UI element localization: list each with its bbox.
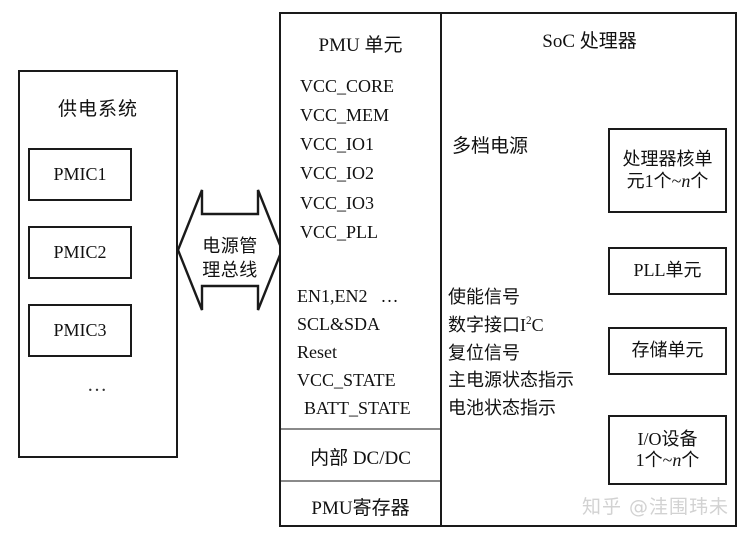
- soc-desc-reset: 复位信号: [448, 342, 520, 363]
- soc-multirail-label: 多档电源: [452, 136, 529, 157]
- pmu-soc-divider: [440, 12, 442, 527]
- pmu-registers-label: PMU寄存器: [311, 497, 410, 519]
- soc-processor-title: SoC 处理器: [542, 31, 637, 52]
- pmu-rail-item: VCC_MEM: [300, 105, 390, 126]
- pmu-signal-item-enable: EN1,EN2 …: [297, 283, 443, 311]
- power-management-bus-label: 电源管 理总线: [176, 234, 284, 283]
- pmu-rail-item: VCC_IO3: [300, 192, 375, 213]
- pmu-signal-list: EN1,EN2 … SCL&SDA Reset VCC_STATE BATT_ST…: [297, 283, 443, 422]
- pmu-rail-item: VCC_IO2: [300, 163, 375, 184]
- pmu-signal-enable-label: EN1,EN2: [297, 286, 368, 306]
- pmic1-label: PMIC1: [53, 163, 107, 184]
- soc-signal-description-list: 使能信号 数字接口I2C 复位信号 主电源状态指示 电池状态指示: [448, 284, 608, 423]
- pmu-internal-dcdc-section: 内部 DC/DC: [281, 434, 440, 478]
- pmu-unit-title: PMU 单元: [318, 35, 403, 56]
- io-device-text: I/O设备 1个~n个: [636, 429, 700, 471]
- pmic2-block: PMIC2: [28, 226, 132, 279]
- io-device-line1: I/O设备: [637, 428, 698, 449]
- soc-desc-i2c-prefix: 数字接口I: [448, 314, 526, 335]
- processor-core-unit-text: 处理器核单 元1个~n个: [623, 149, 713, 191]
- bus-label-line2: 理总线: [202, 260, 258, 281]
- pmic3-label: PMIC3: [53, 319, 107, 340]
- pmu-divider-upper: [281, 428, 440, 430]
- pmu-signal-item-vcc-state: VCC_STATE: [297, 369, 396, 390]
- pmu-divider-lower: [281, 480, 440, 482]
- pmic3-block: PMIC3: [28, 304, 132, 357]
- processor-core-line1: 处理器核单: [622, 149, 713, 170]
- memory-unit-block: 存储单元: [608, 327, 727, 375]
- soc-desc-batt-state: 电池状态指示: [448, 398, 556, 419]
- soc-desc-i2c: 数字接口I2C: [448, 312, 608, 340]
- pmu-signal-item-i2c: SCL&SDA: [297, 313, 381, 334]
- pmic1-block: PMIC1: [28, 148, 132, 201]
- pmu-rail-list: VCC_CORE VCC_MEM VCC_IO1 VCC_IO2 VCC_IO3…: [300, 72, 440, 247]
- io-device-n-variable: n: [672, 450, 682, 470]
- pmu-rail-item: VCC_IO1: [300, 134, 375, 155]
- processor-core-line2-suffix: 个: [690, 170, 709, 191]
- pmic2-label: PMIC2: [53, 241, 107, 262]
- io-device-line2-suffix: 个: [681, 450, 700, 470]
- soc-desc-i2c-suffix: C: [531, 314, 544, 335]
- processor-core-line2: 元1个~n个: [623, 171, 713, 192]
- processor-core-unit-block: 处理器核单 元1个~n个: [608, 128, 727, 213]
- pmu-signal-item-reset: Reset: [297, 341, 337, 362]
- io-device-block: I/O设备 1个~n个: [608, 415, 727, 485]
- supply-system-ellipsis: …: [87, 374, 109, 396]
- pmu-signal-enable-ellipsis: …: [380, 286, 399, 306]
- supply-system-title: 供电系统: [57, 99, 138, 120]
- io-device-line2: 1个~n个: [636, 450, 700, 471]
- soc-desc-vcc-state: 主电源状态指示: [448, 370, 574, 391]
- pmu-rail-item: VCC_PLL: [300, 221, 379, 242]
- pll-unit-label: PLL单元: [633, 260, 702, 281]
- pmu-internal-dcdc-label: 内部 DC/DC: [310, 447, 411, 469]
- bus-label-line1: 电源管: [202, 236, 258, 256]
- pmu-signal-item-batt-state: BATT_STATE: [304, 397, 411, 418]
- soc-desc-i2c-superscript: 2: [526, 314, 532, 327]
- processor-core-n-variable: n: [681, 170, 691, 191]
- pll-unit-block: PLL单元: [608, 247, 727, 295]
- pmu-registers-section: PMU寄存器: [281, 486, 440, 526]
- soc-desc-enable: 使能信号: [448, 287, 520, 307]
- watermark: 知乎 @洼围玮未: [582, 496, 730, 518]
- io-device-line2-prefix: 1个~: [635, 450, 673, 470]
- pmu-rail-item: VCC_CORE: [300, 76, 395, 96]
- memory-unit-label: 存储单元: [631, 340, 704, 361]
- processor-core-line2-prefix: 元1个~: [626, 170, 682, 191]
